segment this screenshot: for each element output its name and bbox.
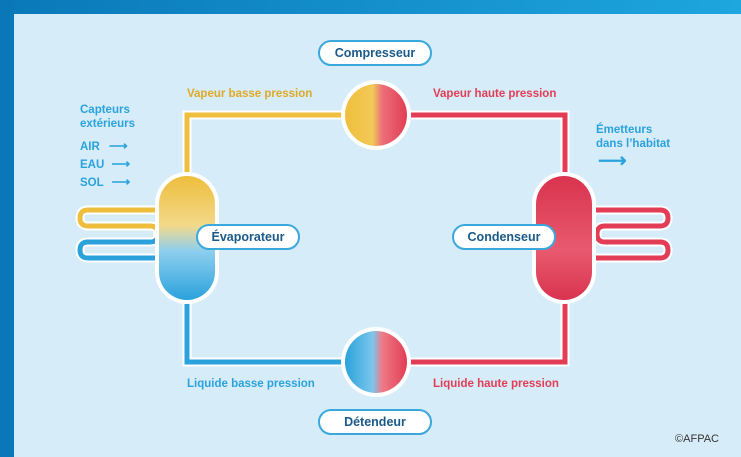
outdoor-exchanger-coil bbox=[75, 205, 163, 263]
source-item-eau-text: EAU bbox=[80, 159, 105, 171]
flow-label-low-pressure-vapor: Vapeur basse pression bbox=[187, 88, 313, 100]
pipe-bottom-right bbox=[408, 295, 570, 367]
source-item-sol-text: SOL bbox=[80, 177, 104, 189]
flow-label-low-pressure-liquid: Liquide basse pression bbox=[187, 378, 315, 390]
arrow-right-icon: ⟶ bbox=[111, 156, 131, 171]
condenser-label: Condenseur bbox=[452, 224, 556, 250]
pipe-top-left bbox=[182, 110, 345, 185]
emitters-line1: Émetteurs bbox=[596, 124, 653, 136]
arrow-right-icon: ⟶ bbox=[111, 174, 131, 189]
indoor-emitter-coil bbox=[592, 205, 673, 263]
expansion-valve-sphere bbox=[345, 331, 407, 393]
top-frame-bar bbox=[0, 0, 741, 14]
emitters-line2: dans l’habitat bbox=[596, 138, 671, 150]
evaporator-tank bbox=[159, 176, 215, 300]
pipe-top-right bbox=[408, 110, 570, 185]
arrow-right-icon: ⟶ bbox=[598, 150, 627, 172]
copyright-credit: ©AFPAC bbox=[675, 433, 719, 445]
arrow-right-icon: ⟶ bbox=[109, 138, 128, 153]
evaporator-label: Évaporateur bbox=[196, 224, 300, 250]
left-frame-bar bbox=[0, 0, 14, 457]
source-item-air-text: AIR bbox=[80, 141, 100, 153]
compressor-sphere bbox=[345, 84, 407, 146]
expansion-valve-label: Détendeur bbox=[318, 409, 432, 435]
compressor-label: Compresseur bbox=[318, 40, 432, 66]
pipe-bottom-left bbox=[182, 295, 345, 367]
flow-label-high-pressure-vapor: Vapeur haute pression bbox=[433, 88, 557, 100]
condenser-tank bbox=[536, 176, 592, 300]
source-item-eau: EAU ⟶ bbox=[80, 157, 130, 172]
flow-label-high-pressure-liquid: Liquide haute pression bbox=[433, 378, 559, 390]
emitters-arrow-icon: ⟶ bbox=[598, 151, 627, 171]
source-item-sol: SOL ⟶ bbox=[80, 175, 130, 190]
sources-title-line2: extérieurs bbox=[80, 118, 135, 130]
sources-title-line1: Capteurs bbox=[80, 104, 130, 116]
source-item-air: AIR ⟶ bbox=[80, 139, 128, 154]
